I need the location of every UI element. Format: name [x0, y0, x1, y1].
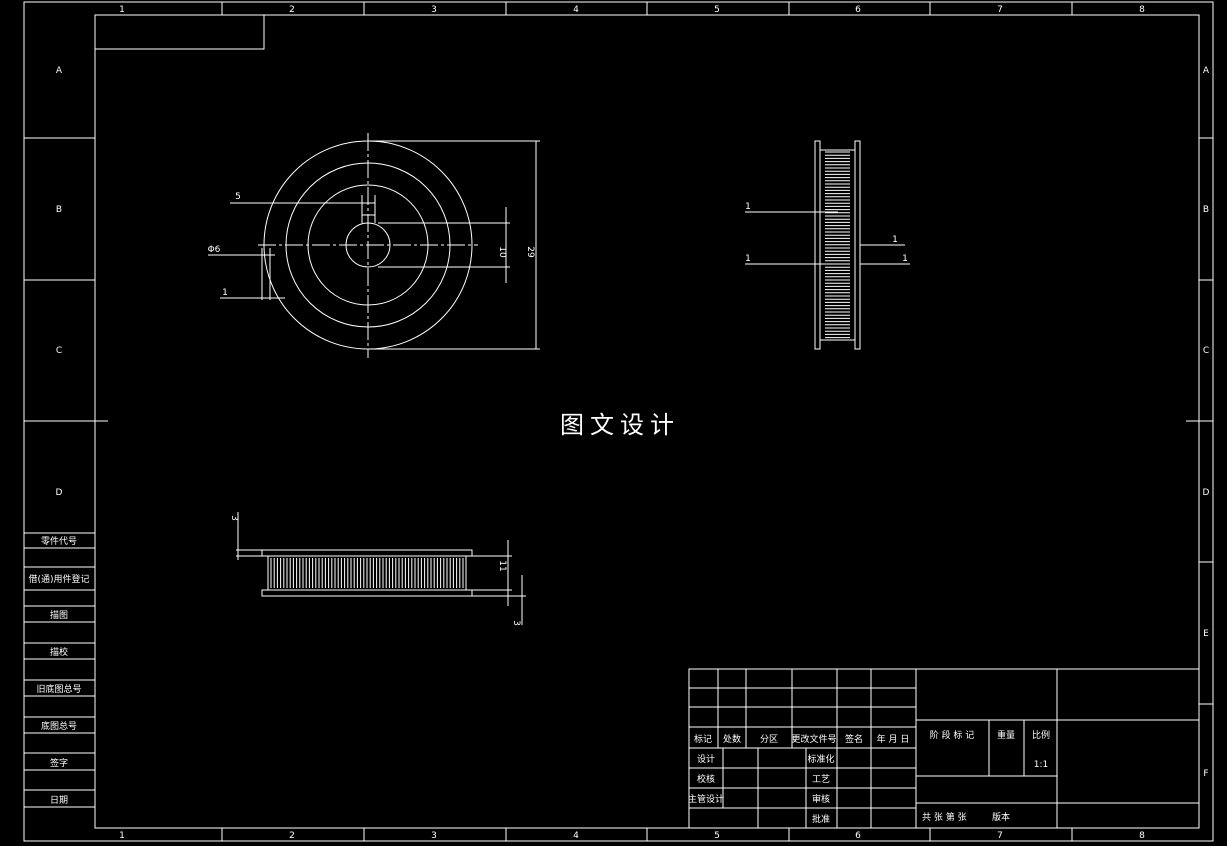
- dim-inner-dia: 10: [497, 246, 507, 258]
- version-label: 版本: [992, 811, 1010, 823]
- title-role-left: 设计: [697, 753, 715, 765]
- dim-bottom-width: 11: [497, 560, 507, 571]
- title-header: 标记: [694, 733, 712, 745]
- title-header: 处数: [723, 733, 741, 745]
- zone-label-left: A: [56, 66, 63, 76]
- dim-outer-dia: 29: [525, 246, 535, 258]
- left-strip-label: 日期: [50, 795, 68, 806]
- zone-label-top: 3: [431, 5, 437, 15]
- title-header: 更改文件号: [791, 733, 836, 745]
- zone-label-top: 2: [289, 5, 295, 15]
- zone-label-right: D: [1203, 488, 1210, 498]
- title-header: 分区: [760, 734, 778, 745]
- title-role-left: 校核: [697, 773, 715, 785]
- zone-label-left: C: [56, 346, 62, 356]
- zone-label-bottom: 5: [714, 831, 720, 841]
- left-strip-label: 描校: [50, 646, 68, 658]
- left-strip-label: 零件代号: [41, 535, 77, 547]
- front-view: [208, 133, 540, 358]
- zone-label-right: B: [1203, 205, 1209, 215]
- zone-label-top: 8: [1139, 5, 1145, 15]
- zone-label-top: 1: [119, 5, 125, 15]
- title-role-mid: 审核: [812, 793, 830, 805]
- title-header: 年 月 日: [877, 733, 910, 745]
- dim-side-1: 1: [745, 202, 751, 212]
- zone-label-left: B: [56, 205, 62, 215]
- dim-bottom-top: 3: [229, 515, 239, 521]
- left-strip-label: 旧底图总号: [36, 683, 81, 695]
- zone-label-bottom: 6: [855, 831, 861, 841]
- sheet-count: 共 张 第 张: [922, 811, 967, 823]
- dim-flange: 1: [222, 288, 228, 298]
- title-block: [688, 668, 1200, 829]
- title-role-mid: 标准化: [807, 753, 834, 765]
- zone-label-top: 7: [997, 5, 1003, 15]
- zone-label-top: 5: [714, 5, 720, 15]
- dim-key-width: 5: [235, 192, 241, 202]
- bottom-zone-strip: [221, 828, 1073, 841]
- zone-label-right: F: [1203, 769, 1208, 779]
- title-role-left: 主管设计: [688, 793, 724, 805]
- zone-label-bottom: 2: [289, 831, 295, 841]
- side-view: [745, 140, 910, 350]
- scale-label: 比例: [1032, 729, 1050, 741]
- zone-label-bottom: 7: [997, 831, 1003, 841]
- zone-label-bottom: 3: [431, 831, 437, 841]
- dim-hub-dia: Φ6: [208, 245, 221, 255]
- drawing-number-box: [94, 14, 265, 50]
- title-role-mid: 批准: [812, 813, 830, 825]
- left-strip-label: 描图: [50, 609, 68, 621]
- zone-label-right: C: [1203, 346, 1209, 356]
- title-role-mid: 工艺: [812, 774, 830, 785]
- dim-side-3: 1: [892, 235, 898, 245]
- zone-label-bottom: 4: [573, 831, 579, 841]
- left-strip-label: 底图总号: [41, 720, 77, 732]
- zone-label-right: E: [1203, 629, 1209, 639]
- dim-bottom-flange: 3: [511, 620, 521, 626]
- stage-mark: 阶 段 标 记: [930, 729, 975, 741]
- watermark-text: 图文设计: [560, 411, 680, 439]
- left-strip-label: 签字: [50, 757, 68, 769]
- dim-side-4: 1: [902, 254, 908, 264]
- zone-label-bottom: 1: [119, 831, 125, 841]
- top-zone-strip: [221, 2, 1073, 15]
- zone-label-bottom: 8: [1139, 831, 1145, 841]
- zone-label-left: D: [56, 488, 63, 498]
- zone-label-top: 4: [573, 5, 579, 15]
- zone-label-top: 6: [855, 5, 861, 15]
- weight-label: 重量: [997, 729, 1015, 741]
- zone-label-right: A: [1203, 66, 1210, 76]
- left-zone-strip: [24, 137, 108, 808]
- scale-value: 1:1: [1034, 760, 1048, 770]
- title-header: 签名: [845, 733, 863, 745]
- bottom-view: [236, 512, 526, 625]
- left-strip-label: 借(通)用件登记: [28, 573, 89, 585]
- dim-side-2: 1: [745, 254, 751, 264]
- right-zone-strip: [1186, 137, 1213, 705]
